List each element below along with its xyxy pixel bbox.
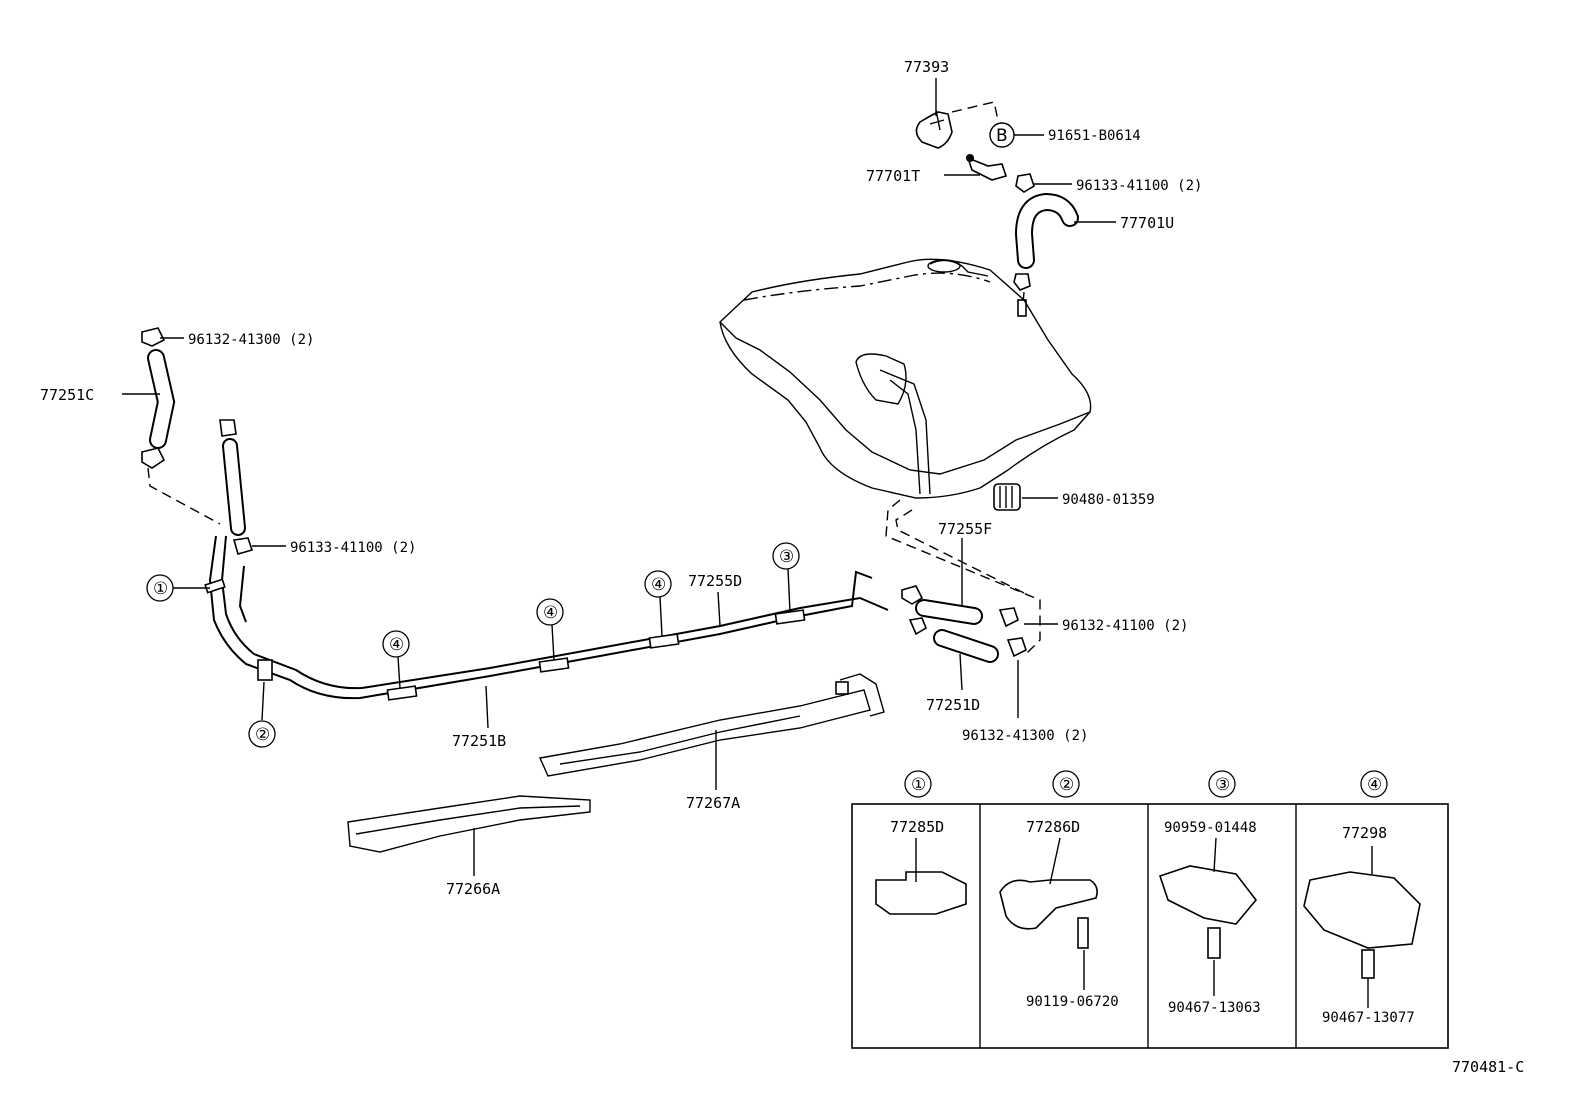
hose-left-upright: [219, 419, 286, 555]
clip-tank-top: [1013, 273, 1031, 317]
table-header-1: ①: [911, 775, 926, 795]
label-77255d: 77255D: [688, 572, 742, 590]
label-96132-left: 96132-41300 (2): [188, 332, 314, 348]
drawing-number: 770481-C: [1452, 1058, 1524, 1076]
label-96133-top: 96133-41100 (2): [1076, 178, 1202, 194]
right-hoses: [885, 499, 1058, 718]
table-cell-part-4: 77298: [1342, 824, 1387, 842]
label-90480: 90480-01359: [1062, 492, 1155, 508]
label-96133-left: 96133-41100 (2): [290, 540, 416, 556]
label-96132-bottom: 96132-41300 (2): [962, 728, 1088, 744]
label-77701u: 77701U: [1120, 214, 1174, 232]
callout-4-label-b: ④: [543, 603, 558, 623]
bumper-90480: [993, 483, 1058, 511]
table-cell-sub-4: 90467-13077: [1322, 1010, 1415, 1026]
table-cell-sub-2: 90119-06720: [1026, 994, 1119, 1010]
protector-77266a: [347, 795, 591, 876]
table-cell-part-1: 77285D: [890, 818, 944, 836]
label-96132-41100: 96132-41100 (2): [1062, 618, 1188, 634]
callout-b-label: B: [996, 126, 1008, 146]
label-77701t: 77701T: [866, 167, 920, 185]
protector-77267a: [538, 673, 885, 790]
leader-77251b: [485, 685, 489, 729]
callout-2-label: ②: [255, 725, 270, 745]
label-77255f: 77255F: [938, 520, 992, 538]
hose-77251c: [122, 349, 221, 525]
label-91651: 91651-B0614: [1048, 128, 1141, 144]
part-77701t: [944, 154, 1008, 181]
label-77267a: 77267A: [686, 794, 740, 812]
label-77251b: 77251B: [452, 732, 506, 750]
detail-table: [851, 770, 1449, 1049]
clip-96133-top: [1015, 173, 1072, 193]
table-cell-part-3: 90959-01448: [1164, 820, 1257, 836]
hose-77701u: [1014, 192, 1116, 269]
fuel-line-77251b: [208, 535, 889, 700]
callout-4-label-c: ④: [651, 575, 666, 595]
callout-b-icon: [989, 122, 1044, 148]
callout-3-label: ③: [779, 547, 794, 567]
leader-77255d: [717, 591, 721, 627]
table-header-2: ②: [1059, 775, 1074, 795]
line-clamps: [204, 578, 806, 701]
table-header-4: ④: [1367, 775, 1382, 795]
label-77251d: 77251D: [926, 696, 980, 714]
table-cell-sub-3: 90467-13063: [1168, 1000, 1261, 1016]
callout-markers: [146, 542, 800, 748]
table-header-3: ③: [1215, 775, 1230, 795]
table-cell-part-2: 77286D: [1026, 818, 1080, 836]
fuel-tank: [719, 258, 1092, 499]
part-77393: [915, 78, 999, 149]
callout-1-label: ①: [153, 579, 168, 599]
callout-4-label-a: ④: [389, 635, 404, 655]
clip-96132-left: [141, 327, 184, 347]
label-77393: 77393: [904, 58, 949, 76]
label-77251c: 77251C: [40, 386, 94, 404]
label-77266a: 77266A: [446, 880, 500, 898]
